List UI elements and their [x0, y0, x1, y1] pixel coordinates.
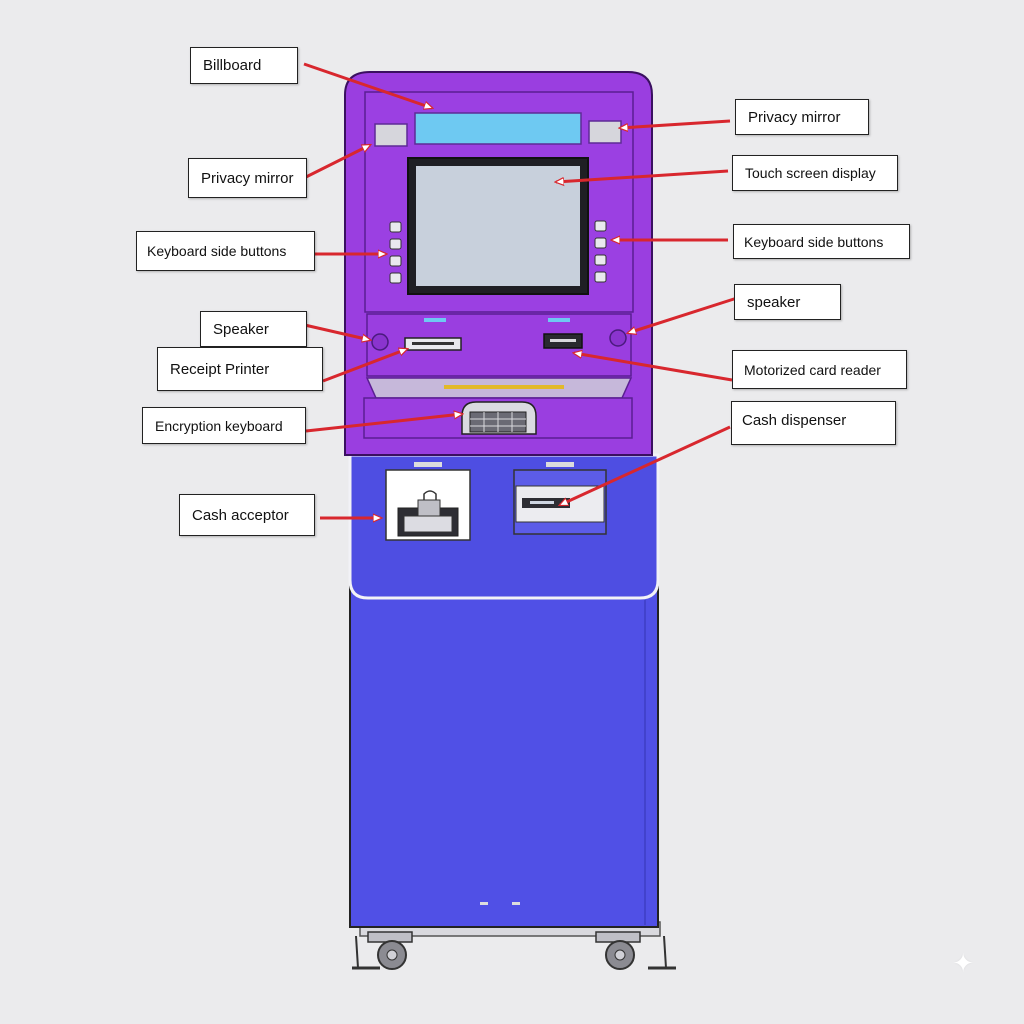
privacy-mirror-right-label: Privacy mirror: [735, 99, 869, 135]
billboard-panel: [414, 112, 582, 145]
cash-dispenser-label: Cash dispenser: [731, 401, 896, 445]
cash-acceptor: [385, 462, 471, 541]
arrow-privacy-mirror-left: [305, 143, 370, 179]
leader-arrows: [295, 62, 738, 518]
privacy-mirror-left-panel: [374, 123, 408, 147]
arrow-speaker-left: [295, 321, 370, 340]
motorized-card-reader-label: Motorized card reader: [732, 350, 907, 389]
keyboard-side-buttons-left-label: Keyboard side buttons: [136, 231, 315, 271]
touch-screen-panel: [416, 166, 580, 286]
keyboard-side-buttons-right-label: Keyboard side buttons: [733, 224, 910, 259]
speaker-left-grill: [371, 333, 389, 351]
privacy-mirror-right-panel: [588, 120, 622, 144]
touch-screen-display-label: Touch screen display: [732, 155, 898, 191]
arrow-card-reader: [574, 353, 733, 382]
arrow-speaker-right: [628, 296, 738, 333]
arrow-touch-screen: [556, 169, 729, 182]
encryption-keyboard-pad: [461, 401, 537, 435]
arrow-billboard: [303, 62, 432, 108]
keyboard-side-buttons-right-group: [594, 220, 607, 283]
speaker-right-label: speaker: [734, 284, 841, 320]
arrow-receipt-printer: [322, 349, 407, 383]
speaker-right-grill: [609, 329, 627, 347]
cash-dispenser: [513, 462, 607, 535]
cash-acceptor-label: Cash acceptor: [179, 494, 315, 536]
encryption-keyboard-label: Encryption keyboard: [142, 407, 306, 444]
lower-cabinet: [348, 453, 660, 928]
arrow-encryption-keyboard: [305, 414, 462, 433]
receipt-printer-label: Receipt Printer: [157, 347, 323, 391]
keyboard-side-buttons-left-group: [389, 221, 402, 284]
upper-panel: [344, 71, 653, 456]
billboard-label: Billboard: [190, 47, 298, 84]
caster-wheels: [352, 921, 676, 970]
arrow-cash-dispenser: [560, 425, 731, 507]
sparkle-icon: ✦: [952, 948, 974, 978]
arrow-privacy-mirror-right: [620, 119, 731, 128]
privacy-mirror-left-label: Privacy mirror: [188, 158, 307, 198]
speaker-left-label: Speaker: [200, 311, 307, 347]
